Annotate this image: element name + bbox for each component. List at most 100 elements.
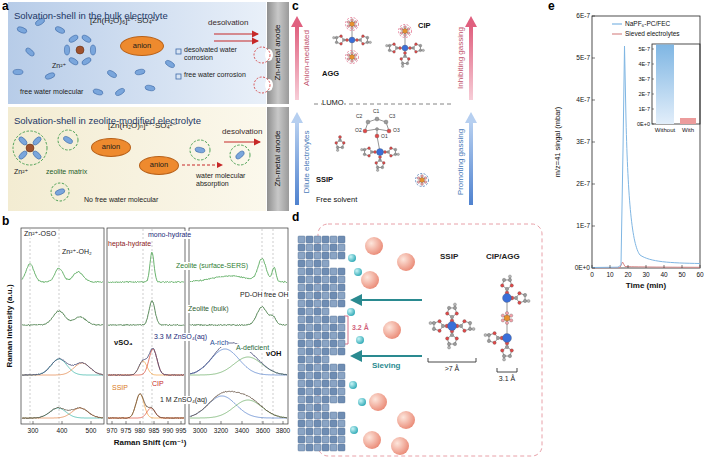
zeolite-cage [58,130,78,150]
atom [335,36,338,39]
label-holder: SSIP [112,384,128,392]
zeolite-framework [330,276,337,283]
atom [503,334,512,343]
plot-frame [592,16,700,268]
label-holder: A-deficient [236,344,269,352]
atom [415,50,418,53]
zn-anode: Zn-metal anode [267,107,289,211]
label-holder: 50 [678,271,685,278]
zeolite-framework [298,236,305,243]
axis-tick-label: 0 [590,271,594,278]
zeolite-framework [298,332,305,339]
atom [351,19,354,22]
label-holder: e [548,0,555,14]
atom [518,301,521,304]
ion-pair-sphere [358,398,366,406]
label-holder: 970 [107,427,118,434]
corrosion-pit [254,47,270,63]
label-holder: 980 [135,427,146,434]
guide-line [273,229,274,423]
zinc-ion [26,144,34,152]
zeolite-framework [314,396,321,403]
zeolite-framework [314,356,321,363]
tick-mark [652,124,654,125]
atom [420,178,425,183]
gas-curve [592,46,700,268]
label-holder: 995 [176,427,187,434]
dimension-bracket [497,368,517,372]
guide-line [59,229,60,423]
anode-label: Zn-metal anode [273,131,282,187]
zeolite-framework [298,396,305,403]
tick-mark [652,79,654,80]
atom [406,62,409,65]
atom [505,287,508,290]
annotation: A-rich [210,339,228,347]
zeolite-framework [298,308,305,315]
sieving-arrow [352,299,422,301]
atom [395,47,398,50]
zeolite-framework [338,332,345,339]
zeolite-framework [314,436,321,443]
desolvation-arrows [182,165,222,166]
label-holder: Free solvent [316,196,357,205]
atom [341,146,344,149]
axis-tick-label: 1E-7 [638,106,650,112]
annotation: 3.1 Å [499,375,515,383]
zeolite-framework [314,300,321,307]
label-holder: mono-hydrate [148,231,191,239]
zeolite-framework [298,436,305,443]
annotation: Inhibiting gassing [456,27,465,89]
label-holder: O1 [381,134,388,140]
atom [350,22,355,27]
tick-mark [242,421,243,424]
label-holder: desolvation [208,18,248,27]
axis-tick-label: 3E-7 [576,138,590,145]
label-holder: LUMO [322,99,344,108]
trend-arrow [291,16,477,205]
zeolite-cage [13,130,250,201]
atom [407,32,410,35]
solvated-cluster-sphere [363,431,381,449]
zeolite-framework [306,372,313,379]
annotation: desolvation [208,18,248,27]
annotation: Dilute electrolytes [302,130,311,193]
atom [401,62,404,65]
atom [424,177,427,180]
label-holder: Zeolite (surface-SERS) [176,262,248,270]
desolvation-arrows [224,141,260,142]
axis-tick-label: 300 [28,427,39,434]
raman-trace [22,359,103,375]
zeolite-framework [330,428,337,435]
atom [388,44,391,47]
water-molecule [234,150,245,160]
atom [419,49,422,52]
atom [510,319,513,322]
zeolite-framework [314,412,321,419]
zeolite-framework [322,436,329,443]
atom [335,142,338,145]
solvated-cluster-sphere [383,321,401,339]
zeolite-framework [322,356,329,363]
axis-tick-label: 2E-7 [576,180,590,187]
zeolite-cage [51,183,69,201]
label-holder: free OH [264,291,289,299]
water-molecule [32,136,43,147]
atom [376,169,378,171]
tick-mark [652,109,654,110]
anode-label: Zn-metal anode [273,25,282,81]
ion-pair-sphere [349,381,357,389]
annotation: mono-hydrate [148,231,191,239]
zeolite-framework [322,276,329,283]
raman-trace [108,408,184,418]
atom [468,321,471,324]
label-holder: With [682,127,694,134]
zeolite-framework [338,284,345,291]
annotation: LUMO [322,99,344,108]
water-molecule [195,147,206,154]
label-holder: 0E+0 [637,121,650,127]
solvated-cluster-sphere [397,253,415,271]
solvated-cluster-sphere [397,411,415,429]
annotation: hepta-hydrate [108,240,151,248]
zeolite-framework [314,276,321,283]
